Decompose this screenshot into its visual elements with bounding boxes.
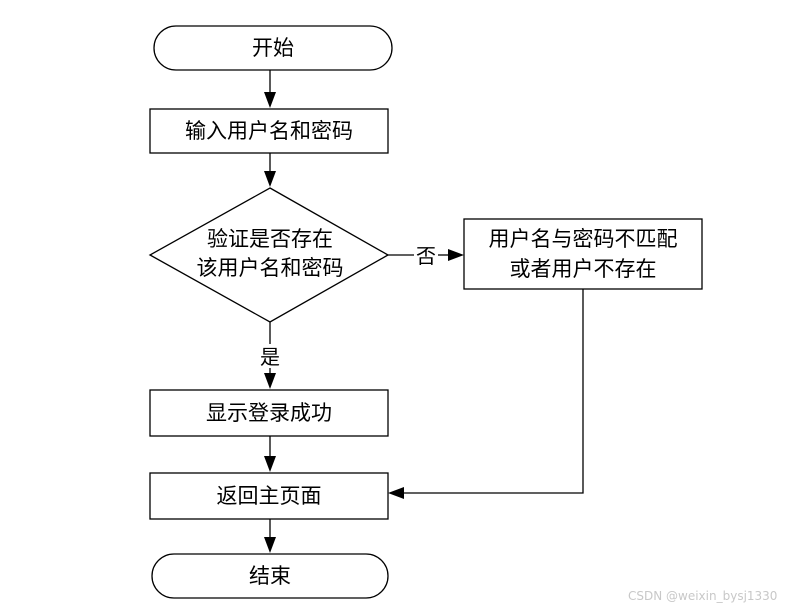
arrow-decision-yes: 是 <box>260 322 280 389</box>
success-process-shape <box>149 389 389 437</box>
arrow-decision-no: 否 <box>388 244 464 268</box>
end-node: 结束 <box>151 553 389 599</box>
input-process-shape <box>149 108 389 154</box>
start-node: 开始 <box>153 25 393 71</box>
arrowhead-icon <box>264 456 276 472</box>
arrow-input-to-decision <box>264 153 276 187</box>
input-label: 输入用户名和密码 <box>185 119 353 143</box>
return-home-node: 返回主页面 <box>149 472 389 520</box>
error-label-line2: 或者用户不存在 <box>510 257 657 281</box>
decision-diamond-shape <box>148 187 390 323</box>
arrow-error-to-home <box>388 289 584 499</box>
decision-label-line1: 验证是否存在 <box>207 227 333 251</box>
input-credentials-node: 输入用户名和密码 <box>149 108 389 154</box>
error-label-line1: 用户名与密码不匹配 <box>489 227 678 251</box>
arrowhead-icon <box>264 537 276 553</box>
arrowhead-icon <box>264 92 276 108</box>
arrowhead-icon <box>264 373 276 389</box>
arrow-start-to-input <box>264 70 276 108</box>
end-terminal-shape <box>151 553 389 599</box>
edge-label-yes: 是 <box>260 345 280 369</box>
arrowhead-icon <box>388 487 404 499</box>
arrow-success-to-home <box>264 436 276 472</box>
error-process-shape <box>463 218 703 290</box>
arrow-home-to-end <box>264 519 276 553</box>
verify-decision-node: 验证是否存在 该用户名和密码 <box>148 187 390 323</box>
home-process-shape <box>149 472 389 520</box>
decision-label-line2: 该用户名和密码 <box>197 256 344 280</box>
success-label: 显示登录成功 <box>206 401 332 425</box>
watermark-text: CSDN @weixin_bysj1330 <box>628 589 778 603</box>
edge-label-no: 否 <box>416 244 436 268</box>
arrowhead-icon <box>448 249 464 261</box>
start-label: 开始 <box>252 36 294 60</box>
end-label: 结束 <box>249 564 291 588</box>
error-message-node: 用户名与密码不匹配 或者用户不存在 <box>463 218 703 290</box>
login-success-node: 显示登录成功 <box>149 389 389 437</box>
home-label: 返回主页面 <box>217 484 322 508</box>
start-terminal-shape <box>153 25 393 71</box>
arrowhead-icon <box>264 171 276 187</box>
